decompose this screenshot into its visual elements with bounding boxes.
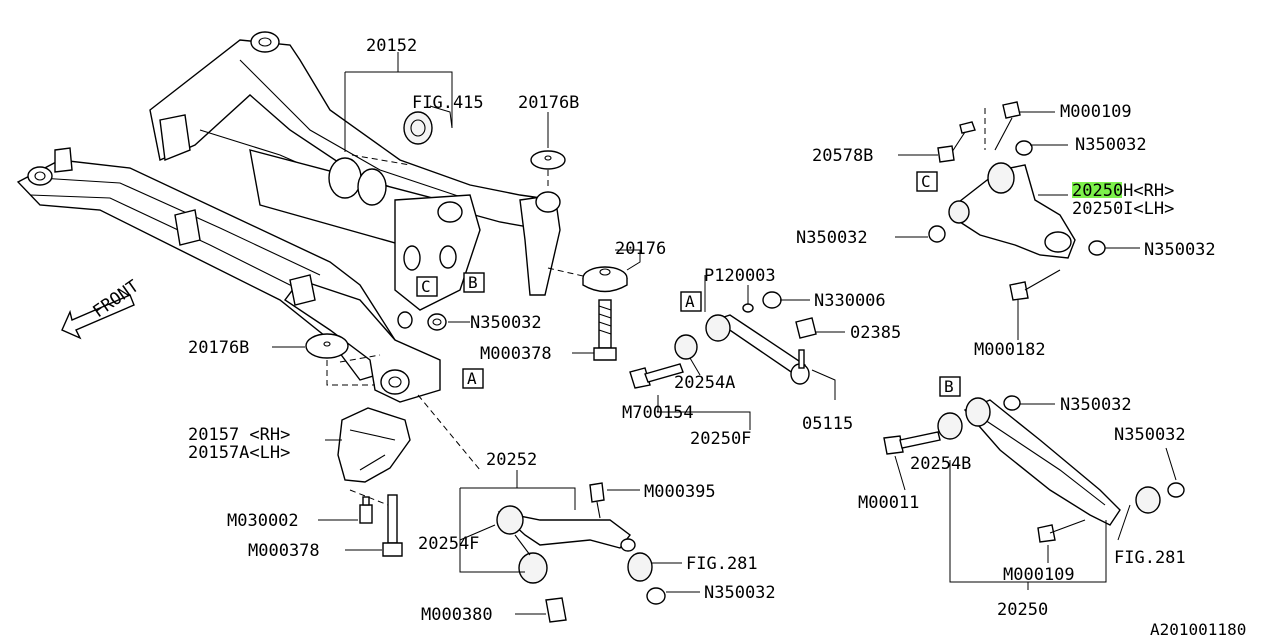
part-label-n350032-right[interactable]: N350032 xyxy=(1144,240,1216,260)
callout-box-b-arm: B xyxy=(939,376,961,397)
link-20252-illustration xyxy=(459,470,700,623)
part-label-20250f[interactable]: 20250F xyxy=(690,429,751,449)
callout-label: C xyxy=(421,277,431,296)
callout-label: B xyxy=(944,377,954,396)
callout-box-c-arm: C xyxy=(916,171,938,192)
callout-box-a-link: A xyxy=(680,291,702,312)
callout-box-b-center: B xyxy=(463,272,485,293)
part-label-m000395[interactable]: M000395 xyxy=(644,482,716,502)
part-label-20152[interactable]: 20152 xyxy=(366,36,417,56)
part-label-m000380[interactable]: M000380 xyxy=(421,605,493,625)
part-label-20250h-rh[interactable]: 20250H<RH> xyxy=(1072,181,1174,201)
part-label-fig415[interactable]: FIG.415 xyxy=(412,93,484,113)
part-label-m000109-top[interactable]: M000109 xyxy=(1060,102,1132,122)
diagram-code: A201001180 xyxy=(1150,620,1246,639)
part-label-n350032-low[interactable]: N350032 xyxy=(704,583,776,603)
part-label-m030002[interactable]: M030002 xyxy=(227,511,299,531)
callout-box-a-center: A xyxy=(462,368,484,389)
part-label-20157a-lh[interactable]: 20157A<LH> xyxy=(188,443,290,463)
part-label-m000378-low[interactable]: M000378 xyxy=(248,541,320,561)
part-label-p120003[interactable]: P120003 xyxy=(704,266,776,286)
callout-label: B xyxy=(468,273,478,292)
part-label-n350032-b2[interactable]: N350032 xyxy=(1114,425,1186,445)
callout-label: C xyxy=(921,172,931,191)
part-label-20250i-lh[interactable]: 20250I<LH> xyxy=(1072,199,1174,219)
part-label-m000182[interactable]: M000182 xyxy=(974,340,1046,360)
part-label-n350032-b[interactable]: N350032 xyxy=(1060,395,1132,415)
link-20250f-illustration xyxy=(629,275,845,430)
part-label-m000109-low[interactable]: M000109 xyxy=(1003,565,1075,585)
part-label-m000378-center[interactable]: M000378 xyxy=(480,344,552,364)
part-label-05115[interactable]: 05115 xyxy=(802,414,853,434)
part-label-20157-rh[interactable]: 20157 <RH> xyxy=(188,425,290,445)
part-label-20250[interactable]: 20250 xyxy=(997,600,1048,620)
part-label-20578b[interactable]: 20578B xyxy=(812,146,873,166)
part-label-20176[interactable]: 20176 xyxy=(615,239,666,259)
crossmember-illustration xyxy=(16,31,641,557)
callout-label: A xyxy=(685,292,695,311)
part-label-fig281-right[interactable]: FIG.281 xyxy=(1114,548,1186,568)
part-label-20252[interactable]: 20252 xyxy=(486,450,537,470)
highlight-marker xyxy=(1072,182,1122,198)
callout-box-c-center: C xyxy=(416,276,438,297)
part-label-m00011[interactable]: M00011 xyxy=(858,493,919,513)
lower-arm-illustration xyxy=(883,395,1185,590)
part-label-20254a[interactable]: 20254A xyxy=(674,373,735,393)
part-label-02385[interactable]: 02385 xyxy=(850,323,901,343)
front-label: FRONT xyxy=(89,276,142,322)
part-label-n350032-center[interactable]: N350032 xyxy=(470,313,542,333)
part-label-fig281-low[interactable]: FIG.281 xyxy=(686,554,758,574)
callout-label: A xyxy=(467,369,477,388)
part-label-20254f[interactable]: 20254F xyxy=(418,534,479,554)
upper-arm-illustration xyxy=(895,101,1140,340)
part-label-n330006[interactable]: N330006 xyxy=(814,291,886,311)
part-label-n350032-left[interactable]: N350032 xyxy=(796,228,868,248)
part-label-n350032-top[interactable]: N350032 xyxy=(1075,135,1147,155)
part-label-20176b-top[interactable]: 20176B xyxy=(518,93,579,113)
part-label-20254b[interactable]: 20254B xyxy=(910,454,971,474)
part-label-m700154[interactable]: M700154 xyxy=(622,403,694,423)
part-label-20176b-left[interactable]: 20176B xyxy=(188,338,249,358)
